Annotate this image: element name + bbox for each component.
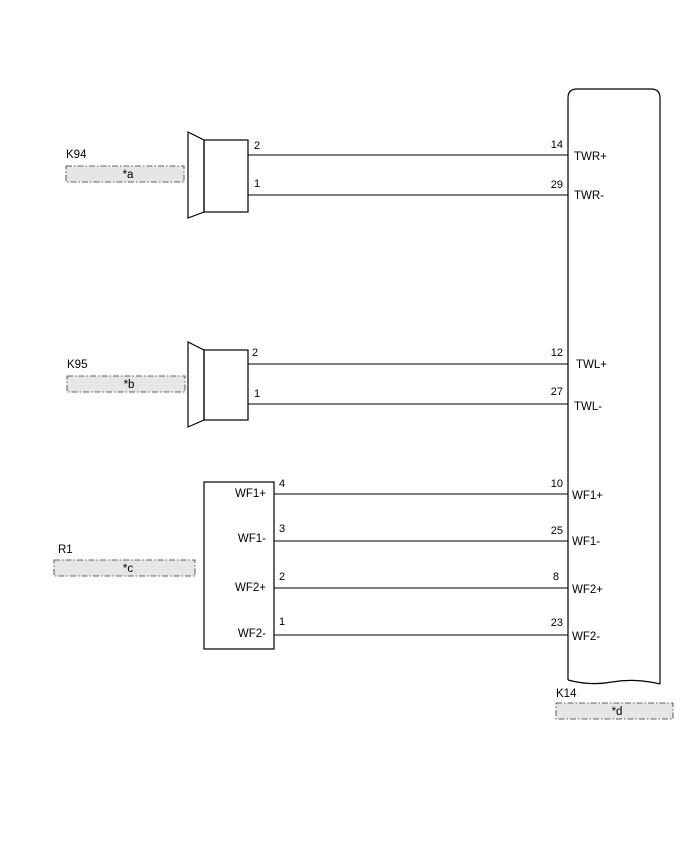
k94-pin-1: 1 <box>254 178 260 190</box>
k94-id: K94 <box>66 149 87 161</box>
k14-term-twr-plus: TWR+ <box>574 151 607 163</box>
k95-pin-2: 2 <box>252 347 258 359</box>
r1-id: R1 <box>58 544 73 556</box>
k95-id: K95 <box>67 359 87 371</box>
r1-pin-4: 4 <box>279 478 285 490</box>
r1-tag-box <box>53 559 196 577</box>
r1-body <box>203 481 275 650</box>
k95-speaker-cone <box>187 341 205 428</box>
k95-tag-box <box>66 375 186 393</box>
k14-break-edge <box>567 679 661 685</box>
k14-pin-27: 27 <box>551 386 563 398</box>
k14-tag-box <box>555 702 674 720</box>
k14-pin-25: 25 <box>551 525 563 537</box>
r1-pin-1: 1 <box>279 616 285 628</box>
r1-pin-3: 3 <box>279 523 285 535</box>
r1-term-wf1-plus: WF1+ <box>235 488 266 500</box>
k14-pin-14: 14 <box>551 139 563 151</box>
k95-speaker <box>187 341 249 428</box>
k14-term-wf1-plus: WF1+ <box>572 490 603 502</box>
k14-term-wf2-plus: WF2+ <box>572 584 603 596</box>
k94-speaker-body <box>203 139 249 213</box>
k14-term-wf2-minus: WF2- <box>572 631 600 643</box>
r1-pin-2: 2 <box>279 571 285 583</box>
r1-term-wf1-minus: WF1- <box>238 533 266 545</box>
r1-tag: *c <box>123 563 133 575</box>
k94-tag-box <box>65 165 185 183</box>
k94-tag: *a <box>123 169 134 181</box>
k95-speaker-body <box>203 349 249 421</box>
k14-id: K14 <box>556 688 577 700</box>
k14-term-twl-minus: TWL- <box>574 401 602 413</box>
k14-pin-12: 12 <box>551 347 563 359</box>
k95-tag: *b <box>124 379 135 391</box>
k14-pin-8: 8 <box>553 571 559 583</box>
k14-pin-23: 23 <box>551 617 563 629</box>
k14-pin-10: 10 <box>551 478 563 490</box>
k14-term-twl-plus: TWL+ <box>576 359 607 371</box>
k14-term-twr-minus: TWR- <box>574 190 604 202</box>
k94-speaker-cone <box>187 131 205 219</box>
r1-term-wf2-minus: WF2- <box>238 628 266 640</box>
k14-term-wf1-minus: WF1- <box>572 536 600 548</box>
k14-pin-29: 29 <box>551 179 563 191</box>
k94-speaker <box>187 131 249 219</box>
r1-term-wf2-plus: WF2+ <box>235 582 266 594</box>
k14-tag: *d <box>612 706 623 718</box>
k14-body <box>567 88 661 684</box>
k94-pin-2: 2 <box>254 140 260 152</box>
k95-pin-1: 1 <box>254 388 260 400</box>
